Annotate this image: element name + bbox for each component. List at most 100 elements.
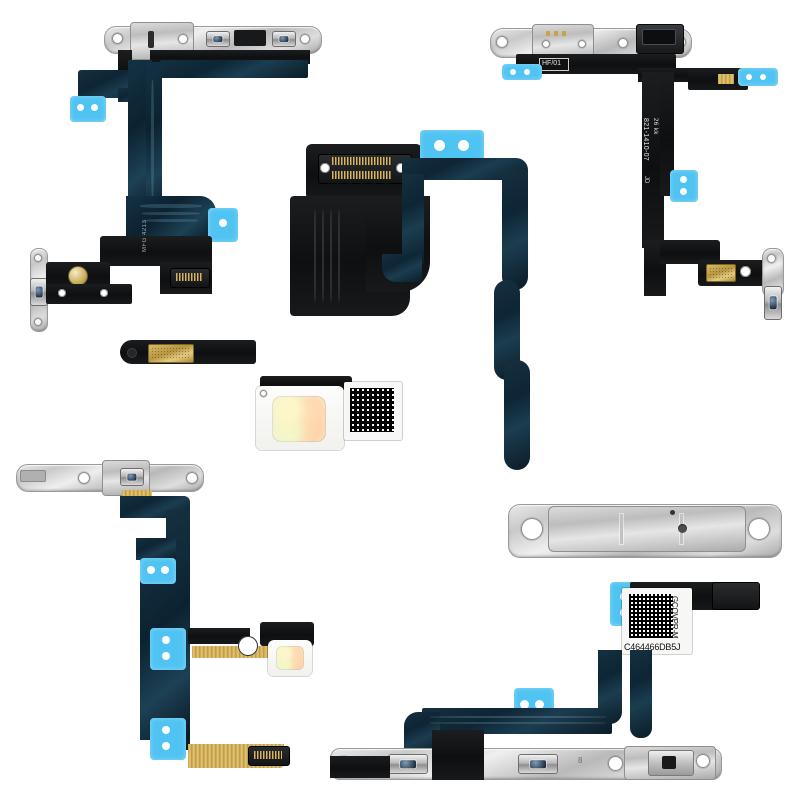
silk-821-code: 821-1410-07 bbox=[642, 118, 649, 161]
bracket-slot-top-left bbox=[148, 31, 154, 48]
part-volume-bracket-mid-right bbox=[508, 500, 788, 570]
flex-spine2-top-right bbox=[660, 72, 674, 196]
volume-up-button-top-left[interactable] bbox=[206, 31, 230, 47]
center-trace-1 bbox=[314, 210, 316, 302]
bracket-notch-bottom-left bbox=[20, 470, 46, 482]
bracket-hole-top-right-4 bbox=[618, 38, 628, 48]
volume-bracket-dimple bbox=[678, 524, 687, 533]
volume-bracket-hole-right bbox=[748, 518, 770, 540]
part-top-right-power-flex: HF/01 26 kk 821-1410-07 JD bbox=[470, 10, 800, 340]
part-top-left-volume-flex: MFG 4213 bbox=[0, 0, 360, 400]
gold-contact-pads-top-right bbox=[718, 74, 734, 84]
data-matrix-code-center bbox=[350, 388, 394, 432]
power-flex-pad2-top-left bbox=[46, 284, 132, 304]
power-button-top-right[interactable] bbox=[764, 286, 782, 320]
tape-tab-top-right-3 bbox=[670, 170, 698, 202]
connector-pins-bottom-left bbox=[254, 751, 282, 759]
volume-button-bottom-left[interactable] bbox=[120, 468, 144, 486]
flex-left-arm-bottom-left bbox=[136, 538, 176, 560]
volume-bracket-rib-1 bbox=[620, 514, 623, 544]
flex-arch-top-center bbox=[402, 158, 528, 180]
flex-spine-wide-top-left bbox=[146, 62, 162, 222]
silk-mfg-code: MFG 4213 bbox=[142, 219, 148, 252]
power-flex-hole-1 bbox=[58, 289, 66, 297]
flex-navy-upper-top-left bbox=[160, 60, 308, 78]
power-bracket-hole-bottom bbox=[34, 318, 42, 326]
bracket-hole-bottom-left-2 bbox=[186, 472, 198, 484]
center-trace-3 bbox=[330, 210, 332, 302]
led-flash-assembly-center bbox=[252, 376, 412, 460]
bracket-screw-hole-right bbox=[300, 34, 310, 44]
silk-hf-text: HF/01 bbox=[542, 60, 562, 67]
volume-bracket-inner-rail bbox=[548, 506, 746, 552]
trace-bottom-right-1 bbox=[430, 716, 606, 718]
flex-arch-inner-center bbox=[402, 174, 424, 264]
tape-tab-top-right-1 bbox=[502, 64, 542, 80]
bracket-screw-hole-mid bbox=[178, 34, 188, 44]
silk-jd: JD bbox=[643, 176, 649, 184]
flex-trace-highlight-4 bbox=[144, 219, 198, 222]
flex-trace-highlight-1 bbox=[151, 80, 154, 200]
flex-cross2-bottom-right bbox=[330, 756, 390, 778]
tape-tab-top-left-2 bbox=[208, 208, 238, 242]
center-trace-4 bbox=[338, 210, 340, 302]
microphone-module-top-right bbox=[706, 264, 736, 282]
volume-down-button-top-left[interactable] bbox=[272, 31, 296, 47]
flex-hook-center bbox=[382, 254, 422, 282]
microphone-module-top-left bbox=[148, 344, 194, 363]
mute-switch-lever[interactable] bbox=[662, 756, 676, 769]
flex-lower-body-top-left bbox=[100, 236, 212, 266]
flex-long-arm-bottom-right bbox=[422, 708, 612, 734]
volume-bracket-pin bbox=[670, 510, 675, 515]
bracket-screw-hole-left bbox=[112, 33, 123, 44]
bracket-hole-top-right-1 bbox=[496, 36, 508, 48]
connector-pins-center-top bbox=[332, 157, 392, 165]
bracket-mark-right: 8 bbox=[578, 756, 583, 765]
tape-tab-bottom-left-2 bbox=[150, 628, 186, 670]
tape-tab-top-left-1 bbox=[70, 96, 106, 122]
connector-latch-right bbox=[396, 163, 406, 173]
serial-code-text: C464466DB5J bbox=[624, 642, 681, 652]
flex-trace-highlight-3 bbox=[142, 212, 200, 215]
serial-side-code-text: GCQVPR-M bbox=[670, 596, 679, 639]
mic-pad-hole-top-right bbox=[740, 266, 751, 277]
power-flex-hole-2 bbox=[100, 289, 108, 297]
bracket-triple-dot bbox=[546, 31, 570, 36]
connector-pins-center-bottom bbox=[332, 171, 392, 179]
flex-drop-bottom-right-2 bbox=[630, 650, 652, 738]
volume-bracket-hole-left bbox=[521, 518, 543, 540]
bracket-hole-bottom-right-mid bbox=[608, 756, 623, 771]
power-bracket-hole-top bbox=[34, 254, 42, 262]
gold-strip-bottom-left-mid bbox=[192, 646, 272, 658]
taptic-inner bbox=[642, 29, 676, 45]
trace-bottom-right-2 bbox=[430, 722, 606, 724]
power-bracket-hole-top-right bbox=[767, 254, 776, 263]
mute-switch-pad-top-left[interactable] bbox=[234, 30, 266, 46]
tape-tab-center-1 bbox=[420, 130, 484, 162]
connector-tail-bottom-right[interactable] bbox=[712, 582, 760, 610]
volume-up-button-bottom-right[interactable] bbox=[388, 754, 428, 774]
bracket-hole-top-right-3 bbox=[578, 40, 586, 48]
flex-cross-bottom-right bbox=[432, 730, 484, 780]
connector-latch-left bbox=[320, 163, 330, 173]
flex-scurve-center-2 bbox=[504, 360, 530, 470]
flex-led-arm-bottom-left bbox=[188, 628, 250, 644]
serial-data-matrix-bottom-right bbox=[629, 594, 673, 638]
mic-port-top-left bbox=[127, 348, 137, 358]
center-trace-2 bbox=[322, 210, 324, 302]
gold-tail-bottom-left-top bbox=[122, 490, 152, 498]
silk-hf-badge bbox=[540, 59, 568, 70]
led-window-bottom-left bbox=[276, 646, 304, 670]
flex-trace-highlight-2 bbox=[140, 204, 202, 208]
flex-flare-top-left bbox=[126, 196, 216, 240]
bracket-hole-bottom-left-1 bbox=[78, 472, 90, 484]
silk-26kk: 26 kk bbox=[652, 118, 658, 135]
bracket-hole-top-right-2 bbox=[542, 40, 550, 48]
tape-tab-bottom-left-3 bbox=[150, 718, 186, 760]
part-center-power-flex bbox=[270, 130, 610, 470]
tape-tab-top-right-2 bbox=[738, 68, 778, 86]
volume-down-button-bottom-right[interactable] bbox=[518, 754, 558, 774]
mute-bracket-hole bbox=[696, 754, 710, 768]
part-bottom-right-volume-mute-flex: C464466DB5J GCQVPR-M 8 8 bbox=[330, 560, 800, 800]
